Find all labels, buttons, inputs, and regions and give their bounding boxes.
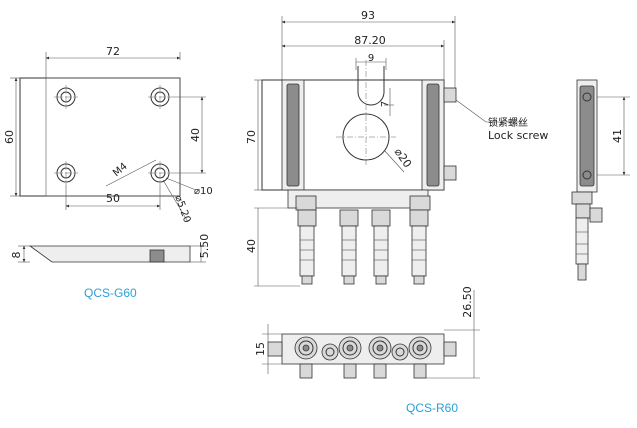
overall-width-dim: 93	[361, 9, 375, 22]
side-height-dim: 41	[611, 129, 624, 143]
side-view: 41	[571, 79, 630, 281]
plate-side-outline	[28, 245, 191, 263]
slot-depth-dim: 7	[380, 101, 391, 107]
plate-height-dim: 60	[3, 130, 16, 144]
front-view: 93 87.20 9 7 ⌀20 锁紧螺丝 Lock screw	[245, 9, 548, 287]
bore-dim: ⌀5.20	[172, 194, 192, 224]
plate-hole-tr	[148, 85, 172, 109]
inner-width-dim: 87.20	[354, 34, 386, 47]
hole-spacing-y-dim: 40	[189, 128, 202, 142]
model-label-r: QCS-R60	[406, 401, 458, 415]
lock-screw-label-en: Lock screw	[488, 129, 548, 142]
lock-screw	[443, 87, 457, 103]
plate-side-view: 8 5.50	[10, 234, 211, 263]
slot-width-dim: 9	[368, 53, 374, 64]
plate-hole-bl	[54, 161, 78, 185]
plate-outline	[19, 77, 181, 197]
bottom-port-5	[391, 343, 409, 361]
top-slot	[357, 66, 385, 106]
plate-top-view: 72 60 40	[3, 45, 213, 224]
bottom-port-1	[294, 336, 318, 360]
bottom-height-dim: 15	[254, 342, 267, 356]
bottom-port-3	[338, 336, 362, 360]
body-height-dim: 70	[245, 130, 258, 144]
plate-hole-br	[148, 161, 172, 185]
lock-screw-label-cn: 锁紧螺丝	[488, 116, 528, 129]
plate-hole-tl	[54, 85, 78, 109]
connector-height-dim: 40	[245, 239, 258, 253]
counterbore-dim: ⌀10	[194, 186, 213, 197]
hole-spacing-x-dim: 50	[106, 192, 120, 205]
model-label-g: QCS-G60	[84, 286, 137, 300]
bottom-view: 15 26.50	[254, 286, 480, 379]
front-connector-4	[409, 209, 429, 285]
plate-width-dim: 72	[106, 45, 120, 58]
bottom-port-6	[408, 336, 432, 360]
front-connector-2	[339, 209, 359, 285]
front-connector-3	[371, 209, 391, 285]
plate-step-dim: 5.50	[198, 234, 211, 259]
hole-dia-dim: ⌀20	[392, 146, 414, 170]
bottom-port-4	[368, 336, 392, 360]
bottom-port-2	[321, 343, 339, 361]
bottom-total-dim: 26.50	[461, 286, 474, 318]
thread-dim: M4	[111, 161, 130, 179]
plate-thickness-dim: 8	[10, 252, 23, 259]
front-connector-1	[297, 209, 317, 285]
